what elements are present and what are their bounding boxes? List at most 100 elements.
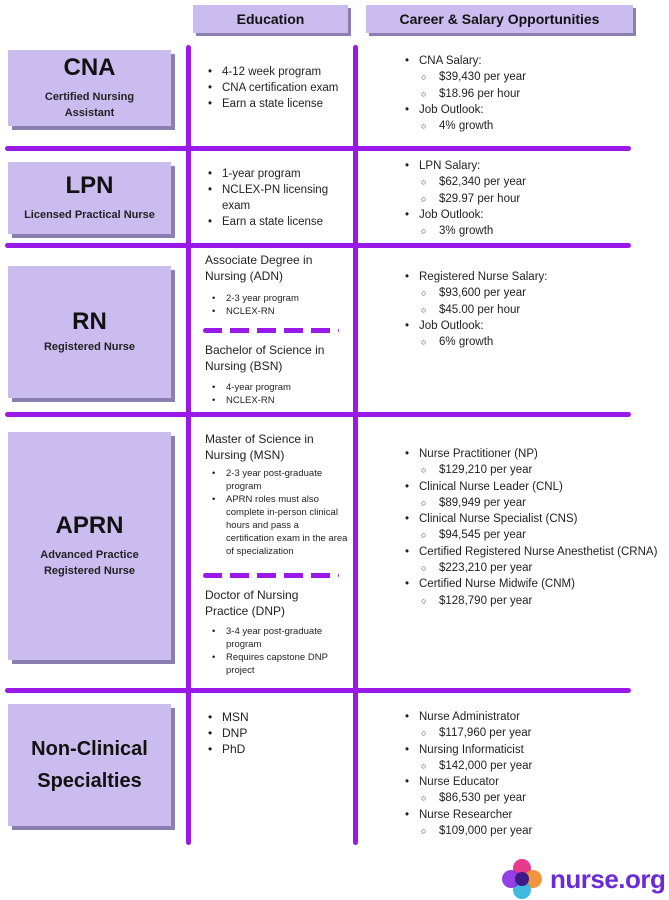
role-title: Nurse Practitioner (NP) — [419, 448, 538, 460]
list-item: 1-year program — [206, 166, 356, 182]
list-item: NCLEX-RN — [210, 394, 350, 407]
outlook-label: Job Outlook: — [419, 103, 484, 116]
list-item: APRN roles must also complete in-person … — [210, 493, 348, 558]
role-box-lpn: LPN Licensed Practical Nurse — [8, 162, 171, 234]
role-box-rn: RN Registered Nurse — [8, 266, 171, 398]
list-item: Nurse Practitioner (NP) $129,210 per yea… — [403, 446, 658, 479]
bsn-degree-title: Bachelor of Science in Nursing (BSN) — [205, 343, 325, 373]
list-item: Nurse Administrator $117,960 per year — [403, 709, 658, 742]
list-item: Job Outlook: 4% growth — [403, 102, 658, 135]
list-item: Nurse Educator $86,530 per year — [403, 774, 658, 807]
lpn-career-list: LPN Salary: $62,340 per year $29.97 per … — [403, 158, 658, 240]
list-item: Requires capstone DNP project — [210, 651, 348, 677]
list-item: Certified Registered Nurse Anesthetist (… — [403, 544, 658, 577]
list-item: $62,340 per year — [403, 174, 658, 191]
list-item: $223,210 per year — [403, 560, 658, 577]
list-item: $94,545 per year — [403, 527, 658, 544]
cna-career-list: CNA Salary: $39,430 per year $18.96 per … — [403, 53, 658, 135]
non-clinical-education-list: MSN DNP PhD — [206, 709, 346, 757]
role-title-line2: Specialties — [37, 770, 142, 792]
role-full-name: Registered Nurse — [43, 341, 136, 354]
list-item: 3-4 year post-graduate program — [210, 625, 348, 651]
msn-degree-title: Master of Science in Nursing (MSN) — [205, 432, 314, 462]
list-item: $117,960 per year — [403, 725, 658, 742]
role-abbr: LPN — [65, 171, 114, 199]
list-item: Clinical Nurse Leader (CNL) $89,949 per … — [403, 479, 658, 512]
row-divider-rn-aprn — [5, 412, 631, 417]
lpn-education-list: 1-year program NCLEX-PN licensing exam E… — [206, 166, 356, 230]
role-title: Nurse Researcher — [419, 808, 513, 821]
rn-career-list: Registered Nurse Salary: $93,600 per yea… — [403, 269, 658, 351]
list-item: Earn a state license — [206, 214, 356, 230]
list-item: Registered Nurse Salary: $93,600 per yea… — [403, 269, 658, 318]
list-item: Clinical Nurse Specialist (CNS) $94,545 … — [403, 511, 658, 544]
list-item: NCLEX-RN — [210, 305, 350, 318]
role-full-name: Certified Nursing Assistant — [44, 91, 135, 120]
role-abbr: APRN — [55, 511, 124, 539]
adn-requirements-list: 2-3 year program NCLEX-RN — [210, 292, 350, 318]
list-item: 4% growth — [403, 118, 658, 135]
list-item: $18.96 per hour — [403, 86, 658, 103]
list-item: Certified Nurse Midwife (CNM) $128,790 p… — [403, 576, 658, 609]
list-item: $89,949 per year — [403, 495, 658, 512]
list-item: 2-3 year program — [210, 292, 350, 305]
salary-label: CNA Salary: — [419, 55, 482, 67]
list-item: 4-year program — [210, 381, 350, 394]
aprn-career-list: Nurse Practitioner (NP) $129,210 per yea… — [403, 446, 658, 609]
role-box-aprn: APRN Advanced Practice Registered Nurse — [8, 432, 171, 660]
role-full-name: Advanced Practice Registered Nurse — [40, 549, 139, 578]
list-item: PhD — [206, 741, 346, 757]
salary-label: LPN Salary: — [419, 160, 481, 172]
list-item: CNA certification exam — [206, 80, 356, 96]
role-title: Nurse Educator — [419, 776, 499, 789]
education-column-header: Education — [193, 5, 348, 33]
degree-separator-dashed — [203, 573, 339, 578]
list-item: 4-12 week program — [206, 64, 356, 80]
nurse-org-logo-text: nurse.org — [550, 863, 666, 894]
list-item: $45.00 per hour — [403, 302, 658, 319]
list-item: Earn a state license — [206, 96, 356, 112]
row-divider-cna-lpn — [5, 146, 631, 151]
dnp-degree-title: Doctor of Nursing Practice (DNP) — [205, 588, 299, 618]
role-abbr: RN — [72, 307, 107, 335]
list-item: $129,210 per year — [403, 462, 658, 479]
row-divider-lpn-rn — [5, 243, 631, 248]
nurse-org-logo-icon — [502, 859, 542, 899]
role-title: Clinical Nurse Leader (CNL) — [419, 480, 563, 493]
adn-degree-title: Associate Degree in Nursing (ADN) — [205, 253, 313, 283]
list-item: Job Outlook: 3% growth — [403, 207, 658, 240]
salary-label: Registered Nurse Salary: — [419, 271, 548, 283]
role-title: Nursing Informaticist — [419, 743, 524, 756]
role-full-name: Licensed Practical Nurse — [24, 209, 155, 222]
role-title-line1: Non-Clinical — [31, 738, 148, 760]
msn-requirements-list: 2-3 year post-graduate program APRN role… — [210, 467, 348, 558]
dnp-requirements-list: 3-4 year post-graduate program Requires … — [210, 625, 348, 677]
non-clinical-career-list: Nurse Administrator $117,960 per year Nu… — [403, 709, 658, 840]
list-item: 3% growth — [403, 223, 658, 240]
role-title: Certified Registered Nurse Anesthetist (… — [419, 545, 658, 558]
role-box-cna: CNA Certified Nursing Assistant — [8, 50, 171, 126]
list-item: $109,000 per year — [403, 823, 658, 840]
role-title: Certified Nurse Midwife (CNM) — [419, 578, 575, 591]
list-item: MSN — [206, 709, 346, 725]
outlook-label: Job Outlook: — [419, 208, 484, 221]
list-item: 6% growth — [403, 334, 658, 351]
list-item: DNP — [206, 725, 346, 741]
degree-separator-dashed — [203, 328, 339, 333]
role-abbr: CNA — [63, 53, 116, 81]
list-item: LPN Salary: $62,340 per year $29.97 per … — [403, 158, 658, 207]
list-item: $93,600 per year — [403, 285, 658, 302]
career-column-divider — [353, 45, 358, 845]
bsn-requirements-list: 4-year program NCLEX-RN — [210, 381, 350, 407]
list-item: Nursing Informaticist $142,000 per year — [403, 742, 658, 775]
list-item: $39,430 per year — [403, 69, 658, 86]
role-title: Clinical Nurse Specialist (CNS) — [419, 513, 578, 526]
list-item: Job Outlook: 6% growth — [403, 318, 658, 351]
role-box-non-clinical: Non-Clinical Specialties — [8, 704, 171, 826]
cna-education-list: 4-12 week program CNA certification exam… — [206, 64, 356, 112]
list-item: Nurse Researcher $109,000 per year — [403, 807, 658, 840]
list-item: $86,530 per year — [403, 790, 658, 807]
outlook-label: Job Outlook: — [419, 319, 484, 332]
career-column-header: Career & Salary Opportunities — [366, 5, 633, 33]
nurse-org-logo: nurse.org — [500, 858, 666, 900]
